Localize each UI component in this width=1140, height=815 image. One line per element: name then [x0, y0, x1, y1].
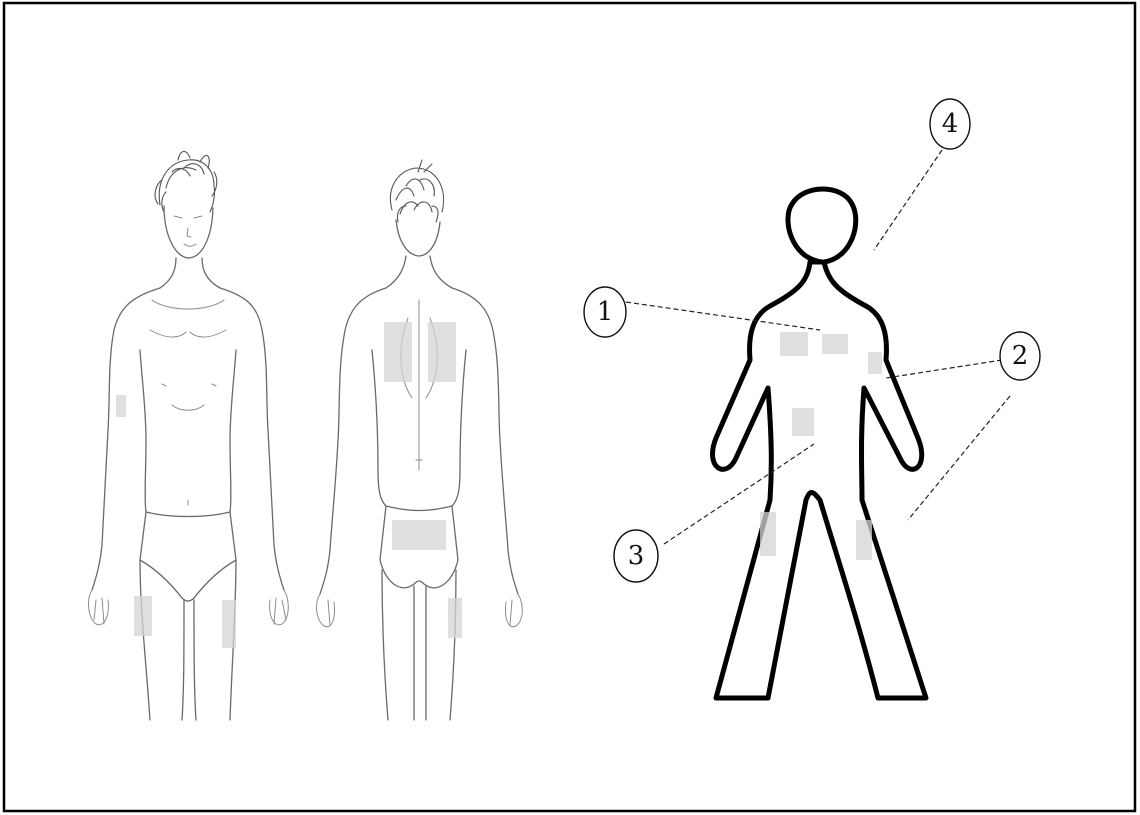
back-neck: [386, 256, 452, 288]
front-torso-sides: [140, 350, 236, 512]
back-hair: [390, 160, 443, 222]
front-hair: [155, 151, 217, 212]
callout-4: 4: [930, 99, 970, 149]
silhouette-stipple-chest-right: [822, 334, 848, 354]
leader-line-2a: [886, 360, 1002, 378]
silhouette-stipple-chest-left: [780, 332, 808, 356]
back-head: [396, 220, 440, 256]
front-stipple-thigh: [134, 596, 152, 636]
silhouette-outline: [713, 189, 926, 698]
callout-3: 3: [614, 530, 658, 582]
front-underwear: [140, 512, 236, 601]
front-neck: [160, 258, 220, 288]
front-body-sketch: [89, 151, 289, 720]
back-stipple-buttocks: [392, 520, 446, 550]
callout-3-label: 3: [628, 541, 645, 571]
silhouette-stipple-left-leg: [760, 512, 776, 556]
silhouette-figure: [713, 189, 926, 698]
front-stipple-thigh-right: [222, 600, 236, 648]
back-body-sketch: [317, 160, 523, 720]
back-stipple-left-shoulder: [384, 322, 412, 382]
callout-1: 1: [584, 287, 626, 337]
back-stipple-leg: [448, 598, 462, 638]
silhouette-stipple-abdomen: [792, 408, 814, 436]
front-head: [164, 206, 213, 258]
front-face-features: [174, 216, 202, 246]
silhouette-stipple-right-leg: [856, 520, 872, 560]
callout-1-label: 1: [597, 297, 614, 327]
callout-2-label: 2: [1012, 341, 1029, 371]
callout-2: 2: [1000, 332, 1040, 380]
leader-line-4: [874, 150, 942, 250]
front-stipple-arm: [116, 395, 126, 417]
callout-4-label: 4: [942, 109, 959, 139]
back-legs: [382, 570, 456, 720]
back-stipple-right-shoulder: [428, 322, 456, 382]
front-chest-lines: [150, 300, 226, 505]
front-legs: [140, 560, 236, 720]
silhouette-stipple-arm: [868, 352, 882, 374]
front-outer-arms: [92, 288, 284, 590]
front-hands: [89, 590, 289, 625]
back-hands: [317, 594, 523, 627]
